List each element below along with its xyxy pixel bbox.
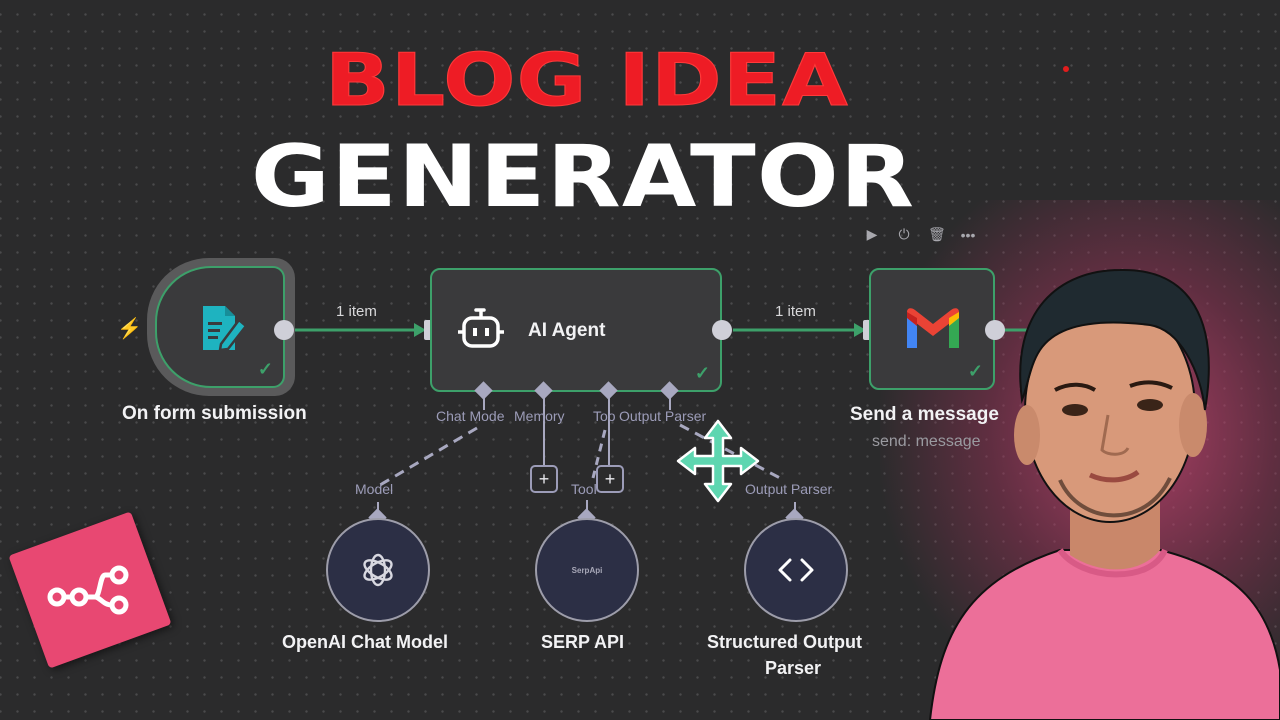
trigger-output-port[interactable] [274,320,294,340]
port-label-output-parser: Output Parser [619,408,707,424]
node-toolbar: ▶ ⏻ 🗑 ••• [864,226,976,243]
trigger-bolt-icon: ⚡ [117,318,142,340]
node-label-agent: AI Agent [528,320,606,341]
move-cursor-icon [676,419,760,503]
more-icon[interactable]: ••• [960,226,976,243]
gmail-icon [907,308,959,348]
trash-icon[interactable]: 🗑 [928,226,946,242]
node-label-trigger: On form submission [122,403,307,424]
n8n-logo [8,511,172,669]
gmail-output-port[interactable] [985,320,1005,340]
node-ai-agent[interactable]: AI Agent ✓ [430,268,722,392]
add-tool-button[interactable]: + [596,465,624,493]
success-check-icon: ✓ [257,359,273,379]
code-brackets-icon [778,558,814,582]
sub-port-label-tool: Tool [571,481,597,497]
port-label-chat-model: Chat Mode [436,408,505,424]
node-label-gmail: Send a message [850,404,999,425]
node-label-serp: SERP API [541,632,625,652]
node-label-parser-line1: Structured Output [707,632,862,652]
node-label-parser-line2: Parser [765,658,822,678]
node-label-openai: OpenAI Chat Model [282,632,448,652]
title-generator: GENERATOR [250,127,916,227]
add-memory-button[interactable]: + [530,465,558,493]
play-icon[interactable]: ▶ [866,226,878,242]
agent-input-port[interactable] [424,320,435,340]
edge-label-1: 1 item [336,303,377,320]
gmail-input-port[interactable] [863,320,874,340]
workflow-nodes-icon [47,565,129,615]
node-structured-output-parser[interactable] [744,518,848,622]
node-send-a-message[interactable]: ✓ [869,268,995,390]
serpapi-logo-text: SerpApi [571,565,603,575]
node-subtitle-gmail: send: message [872,433,981,450]
power-icon[interactable]: ⏻ [898,226,910,242]
robot-icon [458,308,504,348]
openai-icon [363,553,393,587]
sub-port-label-output-parser: Output Parser [745,481,833,497]
title-blog-idea: BLOG IDEA [324,38,849,122]
port-label-memory: Memory [514,408,565,424]
port-label-tool: Too [593,408,616,424]
success-check-icon: ✓ [694,363,710,383]
node-openai-chat-model[interactable] [326,518,430,622]
red-dot [1063,66,1069,72]
edge-label-2: 1 item [775,303,816,320]
presenter-photo [928,268,1280,720]
sub-port-label-model: Model [355,481,394,497]
agent-output-port[interactable] [712,320,732,340]
node-serp-api[interactable]: SerpApi [535,518,639,622]
success-check-icon: ✓ [967,361,983,381]
node-on-form-submission[interactable]: ✓ [155,266,285,388]
form-edit-icon [203,306,248,352]
